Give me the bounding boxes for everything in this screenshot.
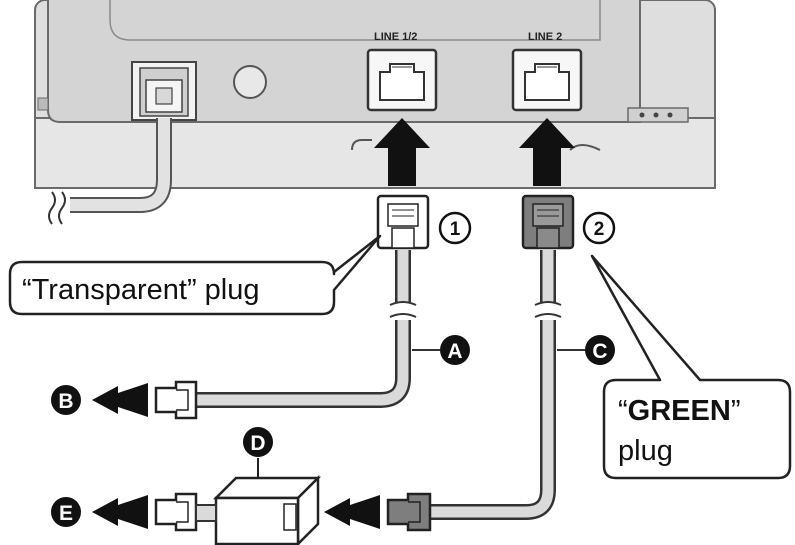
step-number-2-label: 2 [594,219,605,240]
cord-break-mark [48,191,56,225]
jack-line12-socket [379,63,425,101]
vent-dot [639,112,645,118]
cable-break-gap [535,302,561,320]
cable-break-mark [389,301,417,306]
step-number-1: 1 [438,211,472,245]
badge-d-label: D [250,432,265,455]
badge-d: D [243,427,273,457]
adapter-d [212,458,322,545]
green-plug [521,194,575,250]
jack-line2-socket [524,63,570,101]
power-cord [48,118,172,225]
device-clip [569,144,601,151]
device-bottom-strip [34,117,716,189]
green-plug-end [386,492,432,532]
arrow-to-e [92,495,148,529]
port-label-line2: LINE 2 [528,31,562,43]
transparent-plug [376,194,430,250]
badge-b: B [51,385,81,415]
cable-a [196,250,440,408]
insert-arrow-line2 [519,118,575,186]
badge-e-label: E [59,502,73,525]
cable-break-gap [390,302,416,320]
callout-transparent-plug: “Transparent” plug [8,234,382,316]
device-clip [351,139,372,151]
step-number-1-label: 1 [450,219,461,240]
step-number-2: 2 [582,211,616,245]
cable-c [430,250,585,520]
callout-green-line1: “GREEN” [618,395,740,427]
badge-c: C [585,335,615,365]
transparent-plug-end-e [154,492,217,532]
device-round-hole [233,65,267,99]
insert-arrow-line12 [374,118,430,186]
badge-a-label: A [447,340,462,363]
device-top-ledge [109,0,601,41]
transparent-plug-end-b [154,380,198,420]
vent-dot [667,112,673,118]
power-plug-tab [155,87,173,105]
callout-transparent-text: “Transparent” plug [22,274,259,306]
adapter-socket [283,503,297,531]
badge-a: A [440,335,470,365]
badge-e: E [51,497,81,527]
cable-break-mark [534,313,562,318]
badge-b-label: B [58,390,73,413]
arrow-adapter-in [324,495,380,529]
cable-break-mark [389,313,417,318]
callout-green-plug: “GREEN” plug [590,254,792,480]
badge-c-label: C [592,340,607,363]
arrow-to-b [92,383,148,417]
cord-break-mark [58,191,66,225]
port-label-line12: LINE 1/2 [374,31,417,43]
callout-green-line2: plug [618,435,673,467]
vent-dot [653,112,659,118]
device-left-notch [37,97,49,111]
base-unit: LINE 1/2 LINE 2 [34,0,716,189]
cable-break-mark [534,301,562,306]
